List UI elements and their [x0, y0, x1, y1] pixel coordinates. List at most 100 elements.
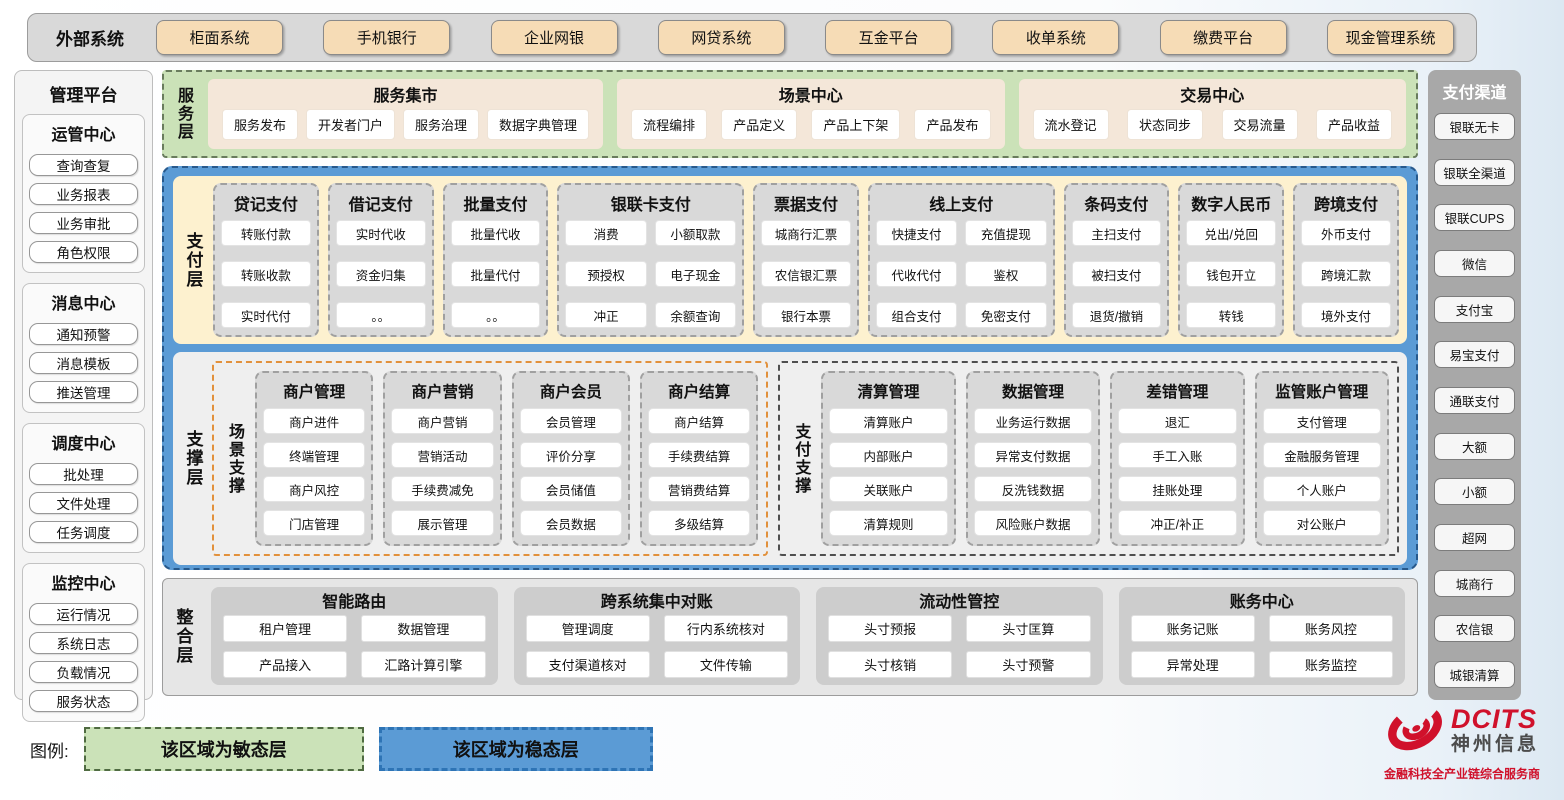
payment-item-button[interactable]: 免密支付 [965, 302, 1047, 328]
management-item-button[interactable]: 推送管理 [29, 381, 138, 403]
support-item-button[interactable]: 清算账户 [829, 408, 948, 434]
service-item-button[interactable]: 产品上下架 [811, 108, 901, 140]
support-item-button[interactable]: 风险账户数据 [973, 510, 1093, 536]
payment-item-button[interactable]: 兑出/兑回 [1186, 220, 1277, 246]
support-item-button[interactable]: 冲正/补正 [1118, 510, 1237, 536]
management-item-button[interactable]: 系统日志 [29, 632, 138, 654]
payment-item-button[interactable]: 转账收款 [221, 261, 311, 287]
integration-item-button[interactable]: 行内系统核对 [663, 615, 788, 642]
payment-channel-button[interactable]: 通联支付 [1434, 386, 1515, 414]
payment-item-button[interactable]: 余额查询 [654, 302, 737, 328]
support-item-button[interactable]: 商户进件 [263, 408, 366, 434]
management-item-button[interactable]: 文件处理 [29, 492, 138, 514]
support-item-button[interactable]: 业务运行数据 [973, 408, 1093, 434]
integration-item-button[interactable]: 数据管理 [361, 615, 486, 642]
support-item-button[interactable]: 评价分享 [519, 442, 622, 468]
support-item-button[interactable]: 异常支付数据 [973, 442, 1093, 468]
service-item-button[interactable]: 流水登记 [1032, 108, 1109, 140]
management-item-button[interactable]: 通知预警 [29, 323, 138, 345]
management-item-button[interactable]: 业务审批 [29, 212, 138, 234]
external-system-button[interactable]: 缴费平台 [1159, 20, 1287, 55]
support-item-button[interactable]: 手续费结算 [647, 442, 751, 468]
support-item-button[interactable]: 商户风控 [263, 476, 366, 502]
management-item-button[interactable]: 批处理 [29, 463, 138, 485]
payment-item-button[interactable]: 跨境汇款 [1301, 261, 1391, 287]
service-item-button[interactable]: 状态同步 [1127, 108, 1204, 140]
integration-item-button[interactable]: 账务监控 [1268, 651, 1393, 678]
support-item-button[interactable]: 金融服务管理 [1262, 442, 1382, 468]
support-item-button[interactable]: 营销活动 [391, 442, 494, 468]
payment-channel-button[interactable]: 银联CUPS [1434, 204, 1515, 232]
payment-item-button[interactable]: 外币支付 [1301, 220, 1391, 246]
payment-item-button[interactable]: 资金归集 [335, 261, 426, 287]
payment-item-button[interactable]: 。。 [450, 302, 541, 328]
payment-channel-button[interactable]: 城银清算 [1434, 660, 1515, 688]
payment-item-button[interactable]: 冲正 [565, 302, 647, 328]
support-item-button[interactable]: 关联账户 [829, 476, 948, 502]
external-system-button[interactable]: 网贷系统 [657, 20, 785, 55]
payment-item-button[interactable]: 代收代付 [875, 261, 958, 287]
external-system-button[interactable]: 互金平台 [825, 20, 953, 55]
payment-item-button[interactable]: 退货/撤销 [1071, 302, 1162, 328]
integration-item-button[interactable]: 头寸核销 [828, 651, 953, 678]
support-item-button[interactable]: 多级结算 [647, 510, 751, 536]
payment-item-button[interactable]: 电子现金 [654, 261, 737, 287]
payment-channel-button[interactable]: 大额 [1434, 432, 1515, 460]
payment-item-button[interactable]: 境外支付 [1301, 302, 1391, 328]
service-item-button[interactable]: 开发者门户 [306, 108, 396, 140]
integration-item-button[interactable]: 支付渠道核对 [525, 651, 650, 678]
support-item-button[interactable]: 会员储值 [519, 476, 622, 502]
payment-item-button[interactable]: 实时代收 [335, 220, 426, 246]
integration-item-button[interactable]: 异常处理 [1130, 651, 1255, 678]
support-item-button[interactable]: 会员数据 [519, 510, 622, 536]
external-system-button[interactable]: 手机银行 [323, 20, 451, 55]
service-item-button[interactable]: 数据字典管理 [487, 108, 590, 140]
support-item-button[interactable]: 商户营销 [391, 408, 494, 434]
integration-item-button[interactable]: 头寸预报 [828, 615, 953, 642]
integration-item-button[interactable]: 租户管理 [223, 615, 348, 642]
payment-item-button[interactable]: 批量代付 [450, 261, 541, 287]
support-item-button[interactable]: 会员管理 [519, 408, 622, 434]
service-item-button[interactable]: 服务发布 [222, 108, 299, 140]
payment-item-button[interactable]: 预授权 [565, 261, 647, 287]
payment-item-button[interactable]: 被扫支付 [1071, 261, 1162, 287]
integration-item-button[interactable]: 产品接入 [223, 651, 348, 678]
service-item-button[interactable]: 流程编排 [631, 108, 708, 140]
payment-item-button[interactable]: 小额取款 [654, 220, 737, 246]
payment-item-button[interactable]: 钱包开立 [1186, 261, 1277, 287]
payment-channel-button[interactable]: 易宝支付 [1434, 341, 1515, 369]
service-item-button[interactable]: 产品定义 [721, 108, 798, 140]
payment-channel-button[interactable]: 微信 [1434, 249, 1515, 277]
payment-item-button[interactable]: 银行本票 [761, 302, 851, 328]
service-item-button[interactable]: 交易流量 [1221, 108, 1298, 140]
payment-item-button[interactable]: 转账付款 [221, 220, 311, 246]
payment-channel-button[interactable]: 银联全渠道 [1434, 158, 1515, 186]
support-item-button[interactable]: 手续费减免 [391, 476, 494, 502]
support-item-button[interactable]: 退汇 [1118, 408, 1237, 434]
management-item-button[interactable]: 角色权限 [29, 241, 138, 263]
support-item-button[interactable]: 挂账处理 [1118, 476, 1237, 502]
management-item-button[interactable]: 消息模板 [29, 352, 138, 374]
management-item-button[interactable]: 任务调度 [29, 521, 138, 543]
support-item-button[interactable]: 手工入账 [1118, 442, 1237, 468]
management-item-button[interactable]: 服务状态 [29, 690, 138, 712]
support-item-button[interactable]: 个人账户 [1262, 476, 1382, 502]
integration-item-button[interactable]: 管理调度 [525, 615, 650, 642]
payment-item-button[interactable]: 消费 [565, 220, 647, 246]
management-item-button[interactable]: 查询查复 [29, 154, 138, 176]
support-item-button[interactable]: 展示管理 [391, 510, 494, 536]
payment-channel-button[interactable]: 银联无卡 [1434, 113, 1515, 140]
payment-item-button[interactable]: 鉴权 [965, 261, 1047, 287]
integration-item-button[interactable]: 汇路计算引擎 [361, 651, 486, 678]
payment-channel-button[interactable]: 城商行 [1434, 569, 1515, 597]
external-system-button[interactable]: 现金管理系统 [1326, 20, 1454, 55]
management-item-button[interactable]: 负载情况 [29, 661, 138, 683]
payment-item-button[interactable]: 批量代收 [450, 220, 541, 246]
payment-item-button[interactable]: 组合支付 [875, 302, 958, 328]
management-item-button[interactable]: 业务报表 [29, 183, 138, 205]
integration-item-button[interactable]: 文件传输 [663, 651, 788, 678]
payment-item-button[interactable]: 主扫支付 [1071, 220, 1162, 246]
payment-item-button[interactable]: 城商行汇票 [761, 220, 851, 246]
service-item-button[interactable]: 服务治理 [403, 108, 480, 140]
management-item-button[interactable]: 运行情况 [29, 603, 138, 625]
